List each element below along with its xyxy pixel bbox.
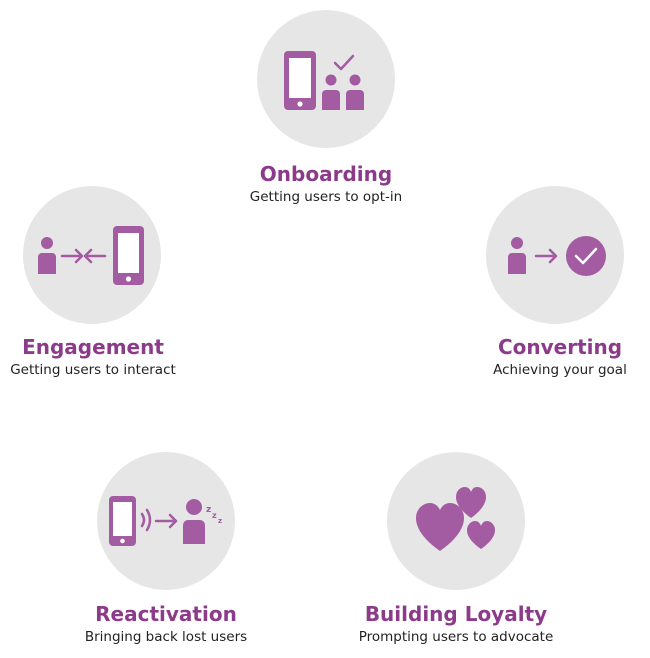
svg-text:z: z [212, 511, 217, 520]
onboarding-node [257, 10, 395, 148]
hearts-icon [416, 487, 495, 551]
phone-users-check-icon [284, 51, 364, 110]
onboarding-subtitle: Getting users to opt-in [249, 189, 403, 205]
reactivation-subtitle: Bringing back lost users [84, 629, 248, 645]
svg-text:z: z [218, 517, 222, 525]
onboarding-title: Onboarding [259, 162, 393, 186]
user-arrows-phone-icon [38, 226, 144, 285]
loyalty-node [387, 452, 525, 590]
onboarding-label: Onboarding Getting users to opt-in [226, 162, 426, 206]
reactivation-node: z z z [97, 452, 235, 590]
loyalty-subtitle: Prompting users to advocate [358, 629, 554, 645]
svg-text:z: z [206, 505, 211, 515]
engagement-subtitle: Getting users to interact [10, 362, 176, 378]
reactivation-label: Reactivation Bringing back lost users [66, 602, 266, 646]
reactivation-title: Reactivation [95, 602, 237, 626]
loyalty-title: Building Loyalty [364, 602, 548, 626]
converting-label: Converting Achieving your goal [470, 335, 650, 379]
converting-subtitle: Achieving your goal [493, 362, 627, 378]
converting-title: Converting [497, 335, 623, 359]
user-arrow-check-icon [508, 236, 606, 276]
engagement-title: Engagement [22, 335, 164, 359]
phone-signal-sleeping-user-icon: z z z [109, 496, 222, 546]
converting-node [486, 186, 624, 324]
engagement-label: Engagement Getting users to interact [0, 335, 186, 379]
loyalty-label: Building Loyalty Prompting users to advo… [341, 602, 571, 646]
engagement-node [23, 186, 161, 324]
